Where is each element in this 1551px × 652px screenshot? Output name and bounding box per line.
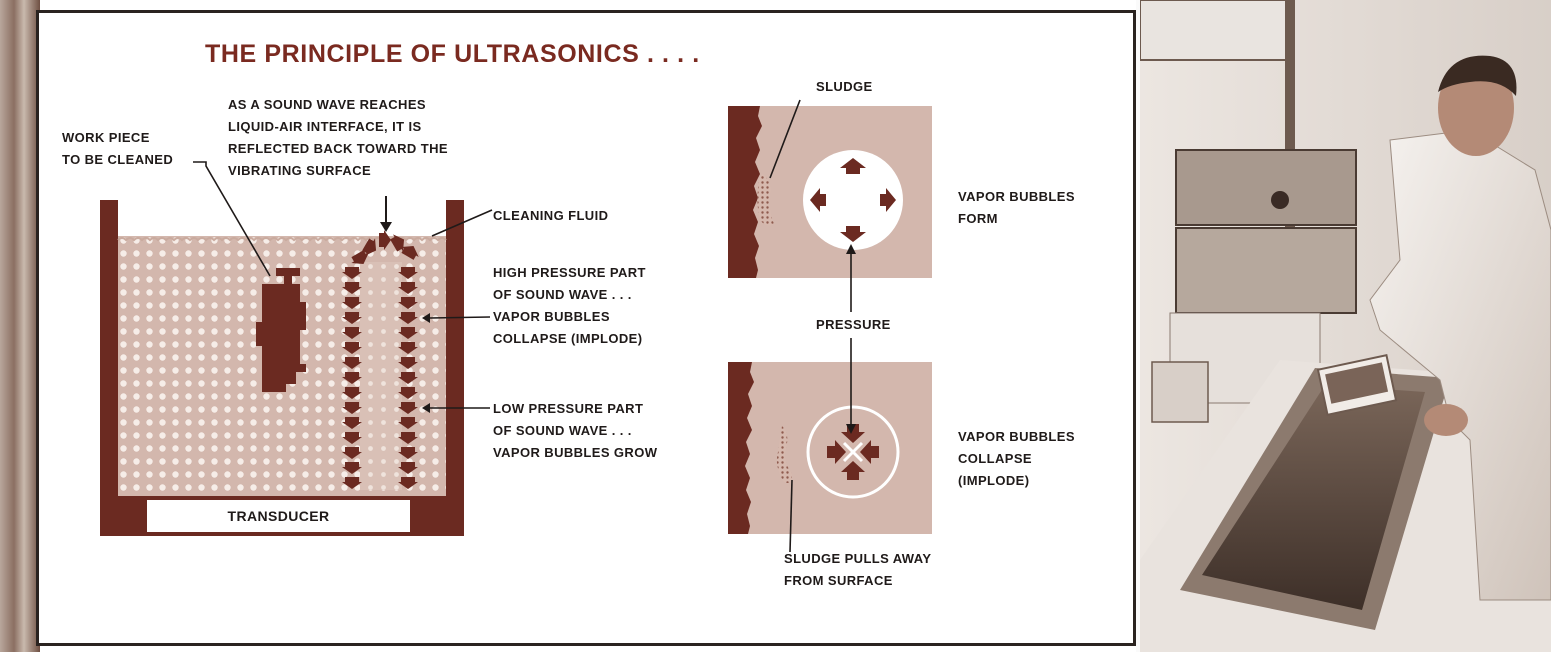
form-line-1: VAPOR BUBBLES: [958, 186, 1075, 208]
generator-upper: [1176, 150, 1356, 225]
control-box: [1152, 362, 1208, 422]
technician-hand: [1424, 404, 1468, 436]
collapse-line-2: COLLAPSE: [958, 448, 1075, 470]
sludge-pulls-line-2: FROM SURFACE: [784, 570, 931, 592]
sludge-label: SLUDGE: [816, 76, 873, 98]
collapse-line-3: (IMPLODE): [958, 470, 1075, 492]
sludge-pulls-label: SLUDGE PULLS AWAY FROM SURFACE: [784, 548, 931, 592]
generator-dial: [1271, 191, 1289, 209]
lab-photo: [1140, 0, 1551, 652]
sludge-pulls-line-1: SLUDGE PULLS AWAY: [784, 548, 931, 570]
vapor-bubbles-collapse-label: VAPOR BUBBLES COLLAPSE (IMPLODE): [958, 426, 1075, 492]
vapor-bubbles-form-label: VAPOR BUBBLES FORM: [958, 186, 1075, 230]
pressure-label: PRESSURE: [816, 314, 891, 336]
generator-lower: [1176, 228, 1356, 313]
bubble-panels: [0, 0, 1140, 652]
photo-window: [1140, 0, 1290, 60]
form-line-2: FORM: [958, 208, 1075, 230]
collapse-line-1: VAPOR BUBBLES: [958, 426, 1075, 448]
